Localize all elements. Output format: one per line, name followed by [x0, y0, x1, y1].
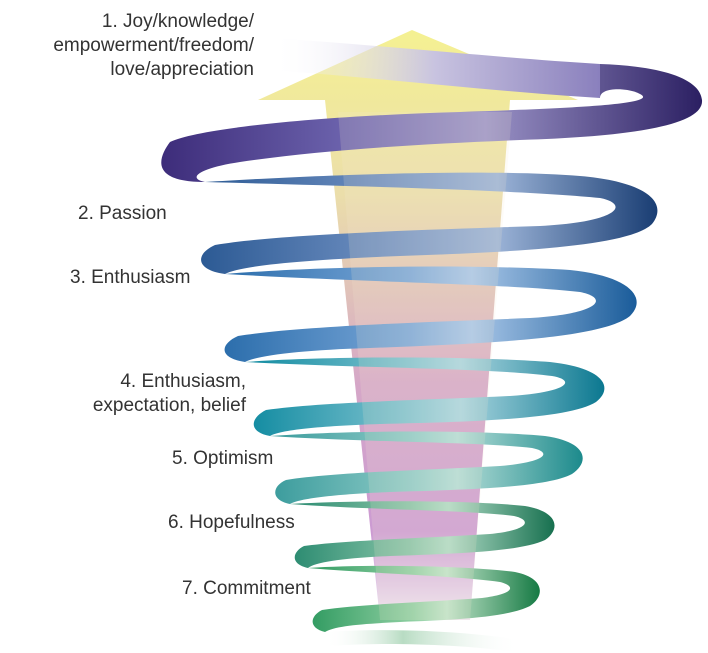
label-joy-line-1: 1. Joy/knowledge/: [101, 11, 254, 32]
label-enthusiasm: 3. Enthusiasm: [70, 267, 191, 288]
label-commitment: 7. Commitment: [182, 578, 311, 599]
ribbon-tail: [270, 38, 600, 98]
ribbon-coil-7: [308, 565, 540, 632]
ribbon-coil-5: [270, 431, 583, 504]
label-passion: 2. Passion: [78, 203, 167, 224]
label-belief-line-2: expectation, belief: [92, 395, 246, 416]
label-joy: 1. Joy/knowledge/ empowerment/freedom/ l…: [0, 10, 254, 82]
label-joy-line-3: love/appreciation: [110, 59, 254, 80]
ribbon-bottom-tail: [325, 630, 520, 652]
ribbon-coil-6: [290, 501, 555, 568]
label-joy-line-2: empowerment/freedom/: [53, 35, 254, 56]
label-belief: 4. Enthusiasm, expectation, belief: [60, 370, 246, 418]
label-belief-line-1: 4. Enthusiasm,: [120, 371, 246, 392]
ribbon-coil-2: [201, 172, 658, 274]
ribbon-coil-1: [161, 64, 703, 182]
arrow-overlay: [338, 112, 512, 620]
ribbon-coil-3: [224, 266, 637, 362]
ribbon-coil-4: [245, 357, 605, 436]
label-hopefulness: 6. Hopefulness: [168, 512, 295, 533]
label-optimism: 5. Optimism: [172, 448, 274, 469]
